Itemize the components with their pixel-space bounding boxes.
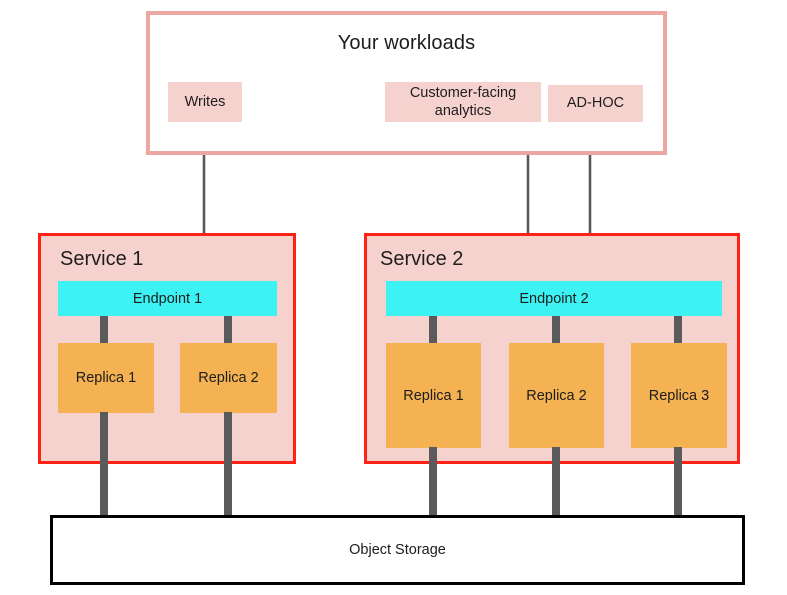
endpoint-1[interactable]: Endpoint 1 [58,281,277,316]
service-2-label: Service 2 [380,248,464,270]
connector-endpoint-2-to-service-2-replica-2 [552,316,560,344]
connector-service-2-replica-3-to-object-storage [674,447,682,517]
workload-chip-ad-hoc[interactable]: AD-HOC [548,85,643,122]
connector-endpoint-1-to-service-1-replica-2 [224,316,232,344]
workload-chip-writes[interactable]: Writes [168,82,242,122]
connector-service-1-replica-1-to-object-storage [100,412,108,517]
service-2-replica-3[interactable]: Replica 3 [631,343,727,448]
workloads-title: Your workloads [337,32,476,54]
object-storage[interactable]: Object Storage [50,515,745,585]
workload-chip-customer-facing-analytics[interactable]: Customer-facing analytics [385,82,541,122]
endpoint-2[interactable]: Endpoint 2 [386,281,722,316]
connector-endpoint-2-to-service-2-replica-1 [429,316,437,344]
connector-endpoint-2-to-service-2-replica-3 [674,316,682,344]
service-2-replica-2[interactable]: Replica 2 [509,343,604,448]
connector-endpoint-1-to-service-1-replica-1 [100,316,108,344]
service-1-label: Service 1 [60,248,144,270]
service-1-replica-1[interactable]: Replica 1 [58,343,154,413]
connector-service-2-replica-1-to-object-storage [429,447,437,517]
service-1-replica-2[interactable]: Replica 2 [180,343,277,413]
connector-service-1-replica-2-to-object-storage [224,412,232,517]
connector-service-2-replica-2-to-object-storage [552,447,560,517]
service-2-replica-1[interactable]: Replica 1 [386,343,481,448]
